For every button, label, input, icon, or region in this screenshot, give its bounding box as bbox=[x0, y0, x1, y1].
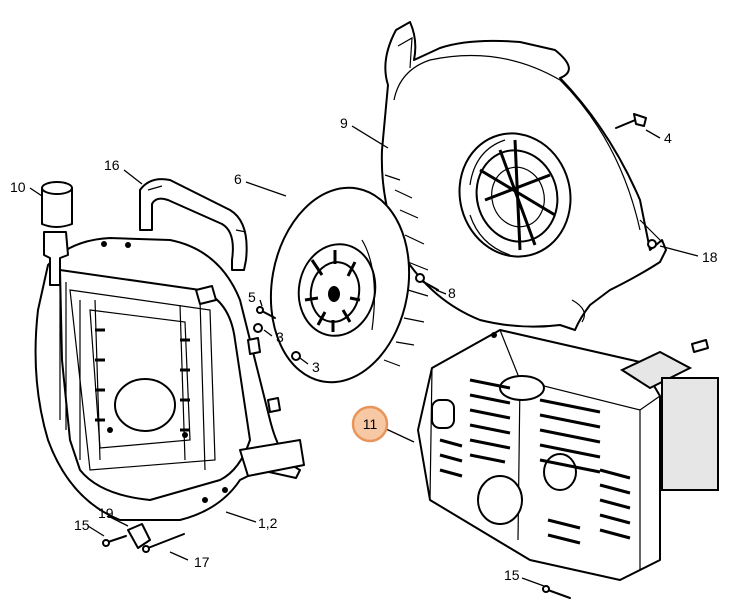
label-16: 16 bbox=[104, 157, 120, 173]
label-4: 4 bbox=[664, 130, 672, 146]
label-3b: 3 bbox=[312, 359, 320, 375]
highlight-callout-11[interactable]: 11 bbox=[351, 405, 389, 443]
label-18: 18 bbox=[702, 249, 718, 265]
label-15b: 15 bbox=[504, 567, 520, 583]
screw-15b bbox=[542, 585, 571, 599]
cap-and-tube bbox=[41, 181, 73, 286]
screw-4 bbox=[615, 113, 647, 129]
handle bbox=[139, 178, 248, 271]
screw-5 bbox=[256, 306, 276, 319]
front-housing bbox=[34, 237, 305, 521]
label-6: 6 bbox=[234, 171, 242, 187]
highlight-circle bbox=[351, 405, 389, 443]
rear-fan-housing bbox=[380, 21, 667, 331]
impeller bbox=[269, 174, 429, 384]
part-labels: 10 16 6 9 4 18 8 5 3 3 1,2 19 15 17 15 bbox=[10, 115, 718, 583]
label-19: 19 bbox=[98, 505, 114, 521]
label-17: 17 bbox=[194, 554, 210, 570]
rod-17 bbox=[142, 533, 185, 553]
engine-shroud bbox=[417, 329, 661, 581]
screw-15a bbox=[102, 535, 127, 547]
washer-3a bbox=[253, 323, 263, 333]
label-8: 8 bbox=[448, 285, 456, 301]
leader-lines bbox=[29, 125, 699, 587]
bracket-19 bbox=[127, 523, 151, 549]
label-11: 11 bbox=[363, 416, 378, 432]
label-5: 5 bbox=[248, 289, 256, 305]
sticker-pads bbox=[619, 339, 719, 491]
label-9: 9 bbox=[340, 115, 348, 131]
washer-3b bbox=[291, 351, 301, 361]
screw-8 bbox=[415, 273, 439, 291]
label-12: 1,2 bbox=[258, 515, 278, 531]
label-10: 10 bbox=[10, 179, 26, 195]
label-3a: 3 bbox=[276, 329, 284, 345]
label-15a: 15 bbox=[74, 517, 90, 533]
nut-18 bbox=[647, 239, 657, 249]
